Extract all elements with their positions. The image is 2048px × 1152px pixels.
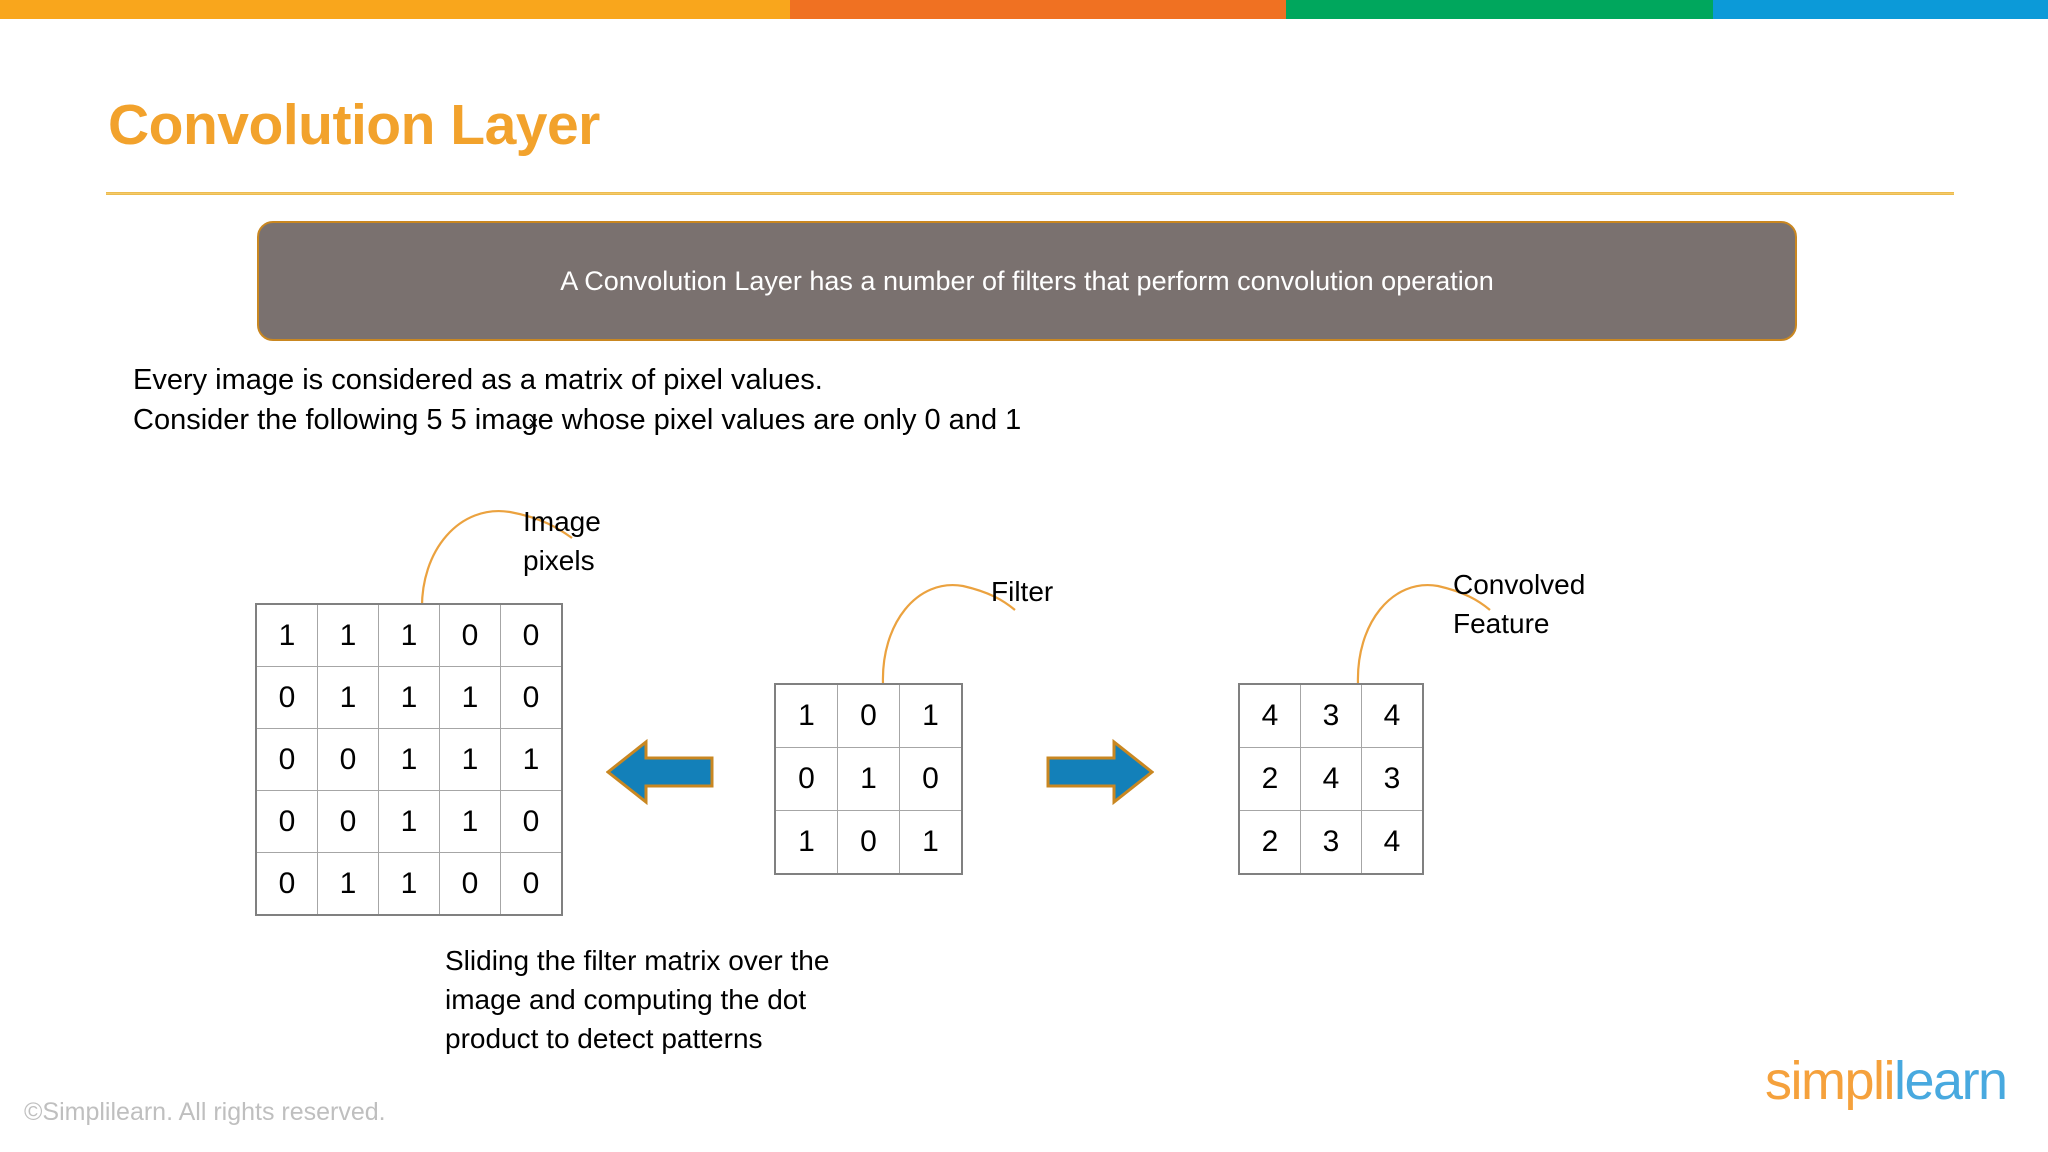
right-arrow-icon	[1046, 738, 1154, 806]
topbar-segment-orange	[790, 0, 1286, 19]
logo-text-learn: learn	[1894, 1051, 2008, 1111]
matrix-cell: 1	[317, 603, 379, 667]
matrix-cell: 2	[1238, 747, 1301, 811]
matrix-cell: 1	[774, 810, 838, 875]
matrix-cell: 0	[439, 852, 501, 916]
matrix-cell: 1	[378, 728, 440, 791]
simplilearn-logo: simplilearn	[1765, 1051, 2008, 1111]
matrix-cell: 1	[378, 603, 440, 667]
matrix-cell: 1	[317, 852, 379, 916]
sliding-filter-caption: Sliding the filter matrix over the image…	[445, 945, 830, 1054]
matrix-cell: 0	[837, 683, 900, 748]
matrix-cell: 1	[378, 666, 440, 729]
matrix-cell: 0	[255, 790, 318, 853]
intro-line-1: Every image is considered as a matrix of…	[133, 364, 823, 396]
matrix-cell: 1	[378, 852, 440, 916]
label-convolved-feature: Convolved Feature	[1453, 569, 1586, 639]
matrix-cell: 4	[1361, 810, 1424, 875]
matrix-cell: 4	[1361, 683, 1424, 748]
title-underline-rule	[106, 192, 1954, 195]
matrix-cell: 1	[439, 666, 501, 729]
topbar-segment-amber	[0, 0, 790, 19]
intro-line-2: Consider the following 5 5 image whose p…	[133, 404, 1022, 436]
matrix-cell: 2	[1238, 810, 1301, 875]
label-image-pixels: Image pixels	[523, 506, 601, 576]
matrix-cell: 1	[500, 728, 563, 791]
label-filter: Filter	[991, 576, 1054, 607]
left-arrow-icon	[606, 738, 714, 806]
callout-banner-text: A Convolution Layer has a number of filt…	[560, 265, 1494, 296]
matrix-cell: 0	[439, 603, 501, 667]
matrix-cell: 1	[899, 810, 963, 875]
matrix-cell: 0	[255, 666, 318, 729]
intro-paragraph: Every image is considered as a matrix of…	[133, 360, 1021, 440]
matrix-cell: 1	[899, 683, 963, 748]
callout-banner: A Convolution Layer has a number of filt…	[257, 221, 1797, 341]
footer-copyright: ©Simplilearn. All rights reserved.	[24, 1098, 386, 1126]
matrix-cell: 1	[255, 603, 318, 667]
matrix-cell: 0	[255, 852, 318, 916]
intro-line-2-wrapper: Consider the following 5 5 image whose p…	[133, 400, 1021, 440]
matrix-cell: 0	[899, 747, 963, 811]
matrix-cell: 0	[500, 666, 563, 729]
matrix-cell: 1	[317, 666, 379, 729]
matrix-cell: 0	[500, 603, 563, 667]
matrix-cell: 3	[1300, 683, 1362, 748]
matrix-cell: 0	[774, 747, 838, 811]
matrix-cell: 0	[500, 852, 563, 916]
matrix-cell: 4	[1238, 683, 1301, 748]
matrix-cell: 0	[255, 728, 318, 791]
topbar-segment-green	[1286, 0, 1713, 19]
matrix-cell: 0	[837, 810, 900, 875]
matrix-cell: 0	[500, 790, 563, 853]
topbar-segment-blue	[1713, 0, 2048, 19]
matrix-cell: 1	[439, 790, 501, 853]
logo-i-bar-icon: i	[1883, 1051, 1896, 1111]
matrix-cell: 1	[378, 790, 440, 853]
matrix-cell: 3	[1300, 810, 1362, 875]
matrix-cell: 3	[1361, 747, 1424, 811]
matrix-cell: 0	[317, 790, 379, 853]
matrix-cell: 0	[317, 728, 379, 791]
matrix-cell: 1	[774, 683, 838, 748]
logo-text-simpl: simpl	[1765, 1051, 1885, 1111]
matrix-cell: 1	[837, 747, 900, 811]
matrix-cell: 1	[439, 728, 501, 791]
matrix-cell: 4	[1300, 747, 1362, 811]
multiplication-sign-icon: ×	[528, 413, 539, 433]
page-title: Convolution Layer	[108, 93, 600, 157]
top-color-bar	[0, 0, 2048, 19]
